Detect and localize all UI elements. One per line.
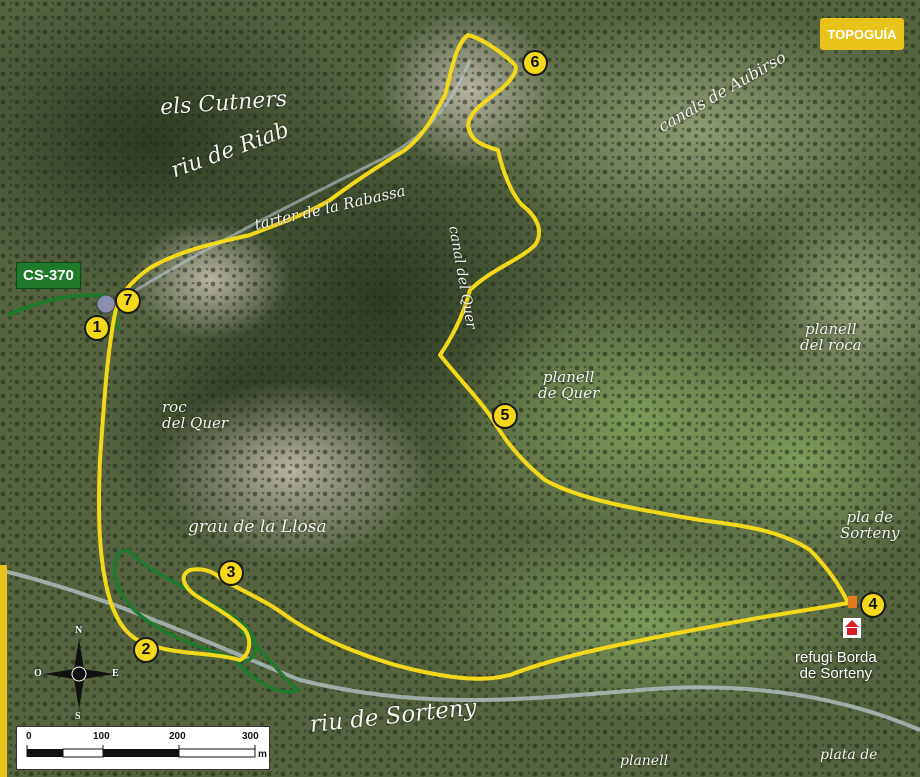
label-pla-sorteny: pla de Sorteny [840,508,900,542]
shelter-hut-icon [843,618,861,638]
compass-rose-icon: N S E O [34,625,120,722]
scale-bar-graphic [26,745,256,758]
start-marker-icon [96,294,116,314]
label-plata: plata de [820,747,878,763]
compass-s: S [75,711,81,722]
road-badge-cs370: CS-370 [16,262,81,289]
waypoint-4-marker [848,596,857,608]
waypoint-6[interactable]: 6 [522,50,548,76]
label-grau-llosa: grau de la Llosa [188,517,327,537]
waypoint-1[interactable]: 1 [84,315,110,341]
waypoint-5[interactable]: 5 [492,403,518,429]
compass-n: N [75,625,83,636]
topoguia-badge: TOPOGUÍA [820,18,904,50]
label-planell-bottom: planell [620,753,669,769]
compass-e: E [112,668,119,679]
label-planell-quer: planell de Quer [538,368,600,402]
accent-bar [0,565,7,777]
hiking-route [97,33,850,681]
label-refugi: refugi Borda de Sorteny [795,649,877,682]
scale-bar: 0 100 200 300 m [16,726,270,770]
waypoint-7[interactable]: 7 [115,288,141,314]
scale-tick-200: 200 [169,731,186,742]
waypoint-2[interactable]: 2 [133,637,159,663]
scale-unit: m [258,749,267,760]
waypoint-4[interactable]: 4 [860,592,886,618]
label-planell-roca: planell del roca [800,320,862,354]
compass-w: O [34,668,42,679]
scale-tick-300: 300 [242,731,259,742]
scale-tick-100: 100 [93,731,110,742]
scale-tick-0: 0 [26,731,32,742]
label-roc-del-quer: roc del Quer [162,398,229,432]
waypoint-3[interactable]: 3 [218,560,244,586]
